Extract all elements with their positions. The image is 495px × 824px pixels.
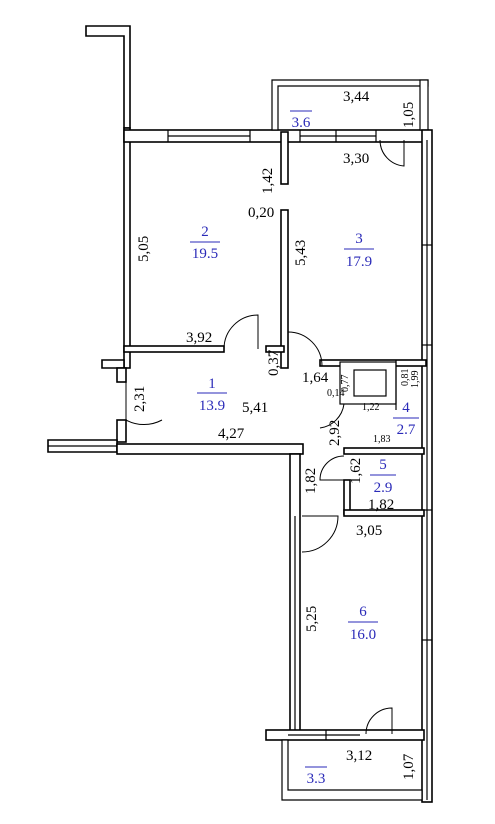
dim-1-82-vertical: 1,82 bbox=[303, 468, 319, 494]
door-entrance bbox=[125, 382, 163, 426]
bath-tub bbox=[353, 369, 387, 397]
dim-3-05: 3,05 bbox=[356, 523, 382, 539]
dim-0-37: 0,37 bbox=[266, 349, 282, 376]
door-room6 bbox=[301, 515, 339, 553]
dim-3-30: 3,30 bbox=[343, 151, 369, 167]
dim-5-41: 5,41 bbox=[242, 400, 268, 416]
balcony-bottom-area: 3.3 bbox=[307, 771, 326, 787]
left-wall-lower bbox=[116, 419, 127, 443]
dim-1-62: 1,62 bbox=[348, 458, 364, 484]
balcony-bottom-outline bbox=[281, 739, 423, 801]
room-6-area: 16.0 bbox=[350, 627, 376, 643]
left-exterior-wall bbox=[85, 25, 131, 129]
wall-room5-bottom bbox=[343, 509, 425, 517]
dim-1-22: 1,22 bbox=[362, 402, 380, 413]
door-balcony-top bbox=[379, 139, 405, 167]
room-4-area: 2.7 bbox=[397, 422, 416, 438]
room-5-area: 2.9 bbox=[374, 480, 393, 496]
room-1-area: 13.9 bbox=[199, 398, 225, 414]
balcony-top-area: 3.6 bbox=[292, 115, 311, 131]
corridor-wall bbox=[116, 443, 304, 455]
dim-5-25: 5,25 bbox=[304, 606, 320, 632]
door-room2 bbox=[223, 314, 259, 350]
dim-3-44: 3,44 bbox=[343, 89, 370, 105]
dim-4-27: 4,27 bbox=[218, 426, 245, 442]
dim-3-92: 3,92 bbox=[186, 330, 212, 346]
room-4-number: 4 bbox=[402, 400, 410, 416]
wall-room5-left bbox=[343, 479, 351, 515]
wall-room4-bottom bbox=[343, 447, 425, 455]
dim-0-81: 0,81 bbox=[400, 369, 411, 387]
dim-5-05: 5,05 bbox=[136, 236, 152, 262]
room-6-number: 6 bbox=[359, 604, 367, 620]
dim-1-64: 1,64 bbox=[302, 370, 329, 386]
dim-1-42: 1,42 bbox=[260, 168, 276, 194]
door-room4 bbox=[319, 403, 345, 429]
dim-2-31: 2,31 bbox=[132, 386, 148, 412]
room-5-number: 5 bbox=[379, 457, 387, 473]
dim-1-05: 1,05 bbox=[401, 102, 417, 128]
left-wall-short bbox=[116, 367, 127, 383]
wall-room2-hall bbox=[123, 345, 225, 353]
room-3-number: 3 bbox=[355, 231, 363, 247]
room-labels: 2 19.5 3 17.9 1 13.9 4 2.7 5 2.9 6 16.0 … bbox=[190, 110, 419, 787]
dim-0-14: 0,14 bbox=[327, 388, 345, 399]
wall-room2-hall-right bbox=[265, 345, 285, 353]
partition-2-3-lower bbox=[280, 209, 289, 369]
dim-1-83: 1,83 bbox=[373, 434, 391, 445]
dim-2-92: 2,92 bbox=[327, 420, 343, 446]
door-balcony-bottom bbox=[365, 707, 393, 735]
walls bbox=[47, 25, 433, 803]
room-2-number: 2 bbox=[201, 224, 209, 240]
dimensions: 3,44 1,05 3,30 1,42 0,20 5,05 5,43 3,92 … bbox=[132, 89, 421, 780]
doors bbox=[125, 139, 405, 735]
room-2-area: 19.5 bbox=[192, 246, 218, 262]
room-1-number: 1 bbox=[208, 376, 216, 392]
dim-3-12: 3,12 bbox=[346, 748, 372, 764]
room-3-area: 17.9 bbox=[346, 254, 372, 270]
door-room5 bbox=[319, 455, 345, 481]
dim-1-99: 1,99 bbox=[410, 371, 421, 389]
partition-2-3 bbox=[280, 131, 289, 185]
dim-0-20: 0,20 bbox=[248, 205, 274, 221]
dim-1-82-horizontal: 1,82 bbox=[368, 497, 394, 513]
dim-1-07: 1,07 bbox=[401, 753, 417, 780]
dim-5-43: 5,43 bbox=[293, 240, 309, 266]
dim-0-77: 0,77 bbox=[340, 375, 351, 393]
left-wall-step bbox=[101, 359, 125, 369]
left-wall-upper bbox=[123, 127, 131, 369]
door-room3 bbox=[287, 331, 323, 367]
balcony-top-right bbox=[419, 79, 429, 131]
